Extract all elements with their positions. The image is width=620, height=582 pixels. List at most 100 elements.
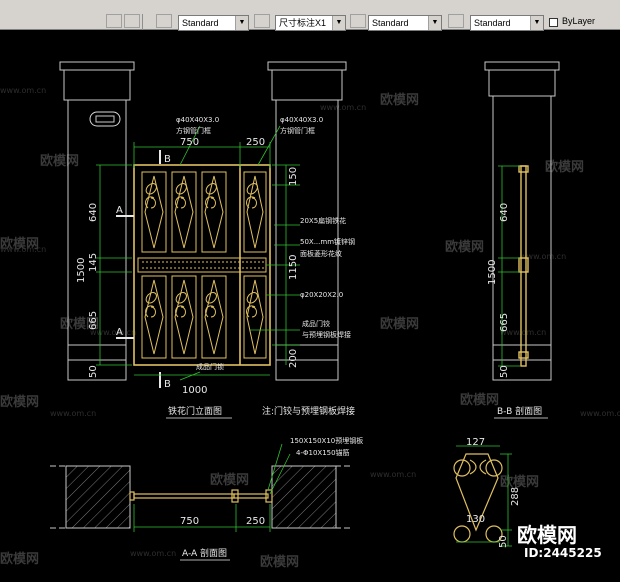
svg-text:750: 750 (180, 137, 199, 148)
table-style-value: Standard (372, 18, 409, 28)
svg-text:欧模网: 欧模网 (380, 92, 419, 108)
svg-text:方钢管门框: 方钢管门框 (176, 126, 211, 135)
svg-text:www.om.cn: www.om.cn (370, 470, 416, 479)
layer-icon[interactable] (106, 14, 122, 28)
section-a-gate (129, 489, 273, 503)
svg-text:20X5扁钢铁花: 20X5扁钢铁花 (300, 216, 346, 225)
svg-text:50X...mm镀锌钢: 50X...mm镀锌钢 (300, 237, 355, 246)
svg-text:欧模网: 欧模网 (500, 474, 539, 490)
svg-text:127: 127 (466, 437, 485, 448)
model-id-watermark: ID:2445225 (524, 546, 602, 560)
chevron-down-icon: ▼ (332, 16, 345, 30)
svg-text:50: 50 (498, 535, 509, 548)
svg-text:φ20X20X2.0: φ20X20X2.0 (300, 291, 343, 299)
svg-text:欧模网: 欧模网 (0, 394, 39, 410)
multileader-style-icon[interactable] (448, 14, 464, 28)
svg-text:200: 200 (288, 349, 299, 368)
watermark-layer: 欧模网 欧模网 欧模网 欧模网 欧模网 欧模网 欧模网 欧模网 欧模网 欧模网 … (0, 8, 620, 570)
svg-text:欧模网: 欧模网 (0, 236, 39, 252)
section-a-walls (50, 465, 350, 529)
ornament-detail (453, 453, 503, 543)
svg-text:欧模网: 欧模网 (445, 239, 484, 255)
dimension-lines (96, 125, 300, 381)
svg-text:A: A (116, 327, 123, 338)
svg-text:750: 750 (180, 516, 199, 527)
svg-text:250: 250 (246, 516, 265, 527)
brand-watermark: 欧模网 (517, 523, 577, 547)
svg-text:欧模网: 欧模网 (260, 554, 299, 570)
svg-text:665: 665 (88, 311, 99, 330)
svg-text:φ40X40X3.0: φ40X40X3.0 (280, 116, 323, 124)
svg-text:www.om.cn: www.om.cn (580, 409, 620, 418)
text-style-icon[interactable] (156, 14, 172, 28)
svg-text:145: 145 (88, 253, 99, 272)
svg-text:B: B (164, 154, 171, 165)
svg-text:www.om.cn: www.om.cn (130, 549, 176, 558)
svg-text:面板菱形花纹: 面板菱形花纹 (300, 249, 342, 258)
svg-text:欧模网: 欧模网 (0, 551, 39, 567)
svg-text:50: 50 (88, 365, 99, 378)
svg-text:www.om.cn: www.om.cn (520, 252, 566, 261)
svg-text:欧模网: 欧模网 (40, 153, 79, 169)
section-a-title: A-A 剖面图 (182, 547, 227, 559)
svg-text:www.om.cn: www.om.cn (50, 409, 96, 418)
svg-text:640: 640 (499, 203, 510, 222)
svg-text:www.om.cn: www.om.cn (320, 103, 366, 112)
dim-style-icon[interactable] (254, 14, 270, 28)
multileader-style-select[interactable]: Standard ▼ (470, 15, 544, 31)
section-b-title: B-B 剖面图 (497, 405, 542, 417)
svg-text:665: 665 (499, 313, 510, 332)
svg-text:φ40X40X3.0: φ40X40X3.0 (176, 116, 219, 124)
svg-text:www.om.cn: www.om.cn (0, 245, 46, 254)
svg-text:成品门锁: 成品门锁 (196, 362, 224, 371)
text-style-value: Standard (182, 18, 219, 28)
section-b-gate (518, 165, 529, 367)
elevation-note: 注:门铰与预埋钢板焊接 (262, 405, 355, 417)
svg-text:与预埋钢板焊接: 与预埋钢板焊接 (302, 330, 351, 339)
elevation-labels: φ40X40X3.0 方钢管门框 φ40X40X3.0 方钢管门框 20X5扁钢… (166, 116, 355, 419)
elevation-dimension-text: 750 250 1000 640 145 1500 665 50 150 115… (76, 137, 299, 396)
svg-text:欧模网: 欧模网 (60, 316, 99, 332)
watermark: 欧模网 欧模网 欧模网 欧模网 欧模网 欧模网 欧模网 欧模网 欧模网 欧模网 … (0, 8, 620, 570)
svg-text:欧模网: 欧模网 (380, 316, 419, 332)
svg-text:www.om.cn: www.om.cn (90, 328, 136, 337)
svg-text:1150: 1150 (288, 255, 299, 280)
svg-text:150X150X10预埋钢板: 150X150X10预埋钢板 (290, 436, 363, 445)
svg-text:www.om.cn: www.om.cn (500, 328, 546, 337)
styles-toolbar: Standard ▼ 尺寸标注X1 ▼ Standard ▼ Standard … (0, 0, 620, 31)
svg-text:欧模网: 欧模网 (545, 159, 584, 175)
svg-text:250: 250 (246, 137, 265, 148)
bylayer-checkbox[interactable] (549, 18, 558, 27)
svg-text:方钢管门框: 方钢管门框 (280, 126, 315, 135)
section-marks: B B A A (116, 150, 171, 390)
svg-text:A: A (116, 205, 123, 216)
section-b-dim-text: 640 1500 665 50 B-B 剖面图 (487, 203, 548, 419)
svg-text:成品门铰: 成品门铰 (302, 319, 330, 328)
table-style-icon[interactable] (350, 14, 366, 28)
svg-text:50: 50 (499, 365, 510, 378)
ornament-detail-text: 127 288 130 50 (466, 437, 521, 548)
svg-text:4-Φ10X150锚筋: 4-Φ10X150锚筋 (296, 448, 350, 457)
svg-text:1500: 1500 (487, 260, 498, 285)
elevation-title: 铁花门立面图 (168, 405, 222, 417)
table-style-select[interactable]: Standard ▼ (368, 15, 442, 31)
svg-text:640: 640 (88, 203, 99, 222)
ornament-detail-dims (456, 445, 512, 547)
svg-text:1500: 1500 (76, 258, 87, 283)
chevron-down-icon: ▼ (530, 16, 543, 30)
section-a-text: 750 250 150X150X10预埋钢板 4-Φ10X150锚筋 A-A 剖… (180, 436, 363, 561)
chevron-down-icon: ▼ (235, 16, 248, 30)
section-a-dims (133, 443, 291, 532)
svg-text:288: 288 (510, 487, 521, 506)
svg-text:150: 150 (288, 167, 299, 186)
left-pillar (59, 61, 135, 381)
dim-style-select[interactable]: 尺寸标注X1 ▼ (275, 15, 346, 31)
section-b-pillar (484, 61, 560, 381)
chevron-down-icon: ▼ (428, 16, 441, 30)
text-style-select[interactable]: Standard ▼ (178, 15, 249, 31)
svg-text:www.om.cn: www.om.cn (0, 86, 46, 95)
drawing-canvas[interactable]: 欧模网 欧模网 欧模网 欧模网 欧模网 欧模网 欧模网 欧模网 欧模网 欧模网 … (0, 8, 620, 582)
svg-text:130: 130 (466, 514, 485, 525)
layer-state-icon[interactable] (124, 14, 140, 28)
